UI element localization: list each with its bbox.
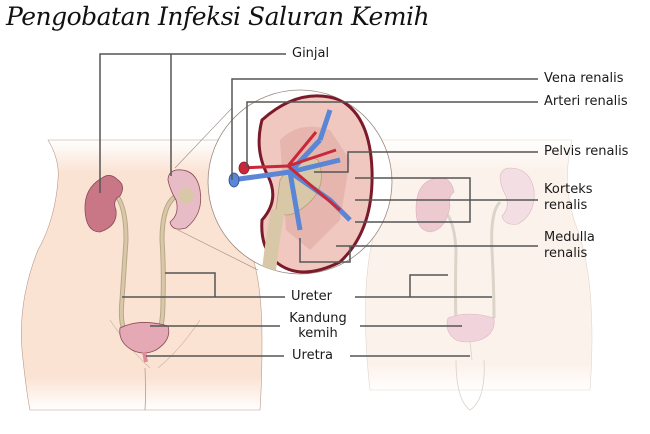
- label-kandung-kemih-line1: Kandung: [289, 311, 347, 326]
- label-korteks-renalis-line1: Korteks: [544, 182, 593, 197]
- label-kandung-kemih-line2: kemih: [298, 326, 338, 341]
- label-pelvis-renalis: Pelvis renalis: [544, 144, 629, 159]
- label-medulla-renalis-line2: renalis: [544, 246, 588, 261]
- label-uretra: Uretra: [292, 348, 333, 363]
- kidney-inset: [207, 89, 393, 275]
- kidney-left: [84, 175, 123, 233]
- page-title: Pengobatan Infeksi Saluran Kemih: [6, 2, 430, 31]
- label-ginjal: Ginjal: [292, 46, 330, 61]
- leader-lines: [99, 53, 538, 357]
- bladder-male: [446, 313, 495, 343]
- female-body: [21, 107, 263, 411]
- label-medulla-renalis-line1: Medulla: [544, 230, 595, 245]
- label-ureter: Ureter: [291, 289, 333, 304]
- male-body: [365, 139, 593, 411]
- label-arteri-renalis: Arteri renalis: [544, 94, 628, 109]
- kidney-right-figure-left: [415, 177, 455, 233]
- kidney-right-figure-right: [499, 167, 535, 225]
- bladder-female: [119, 322, 170, 354]
- label-vena-renalis: Vena renalis: [544, 71, 624, 86]
- label-korteks-renalis-line2: renalis: [544, 198, 588, 213]
